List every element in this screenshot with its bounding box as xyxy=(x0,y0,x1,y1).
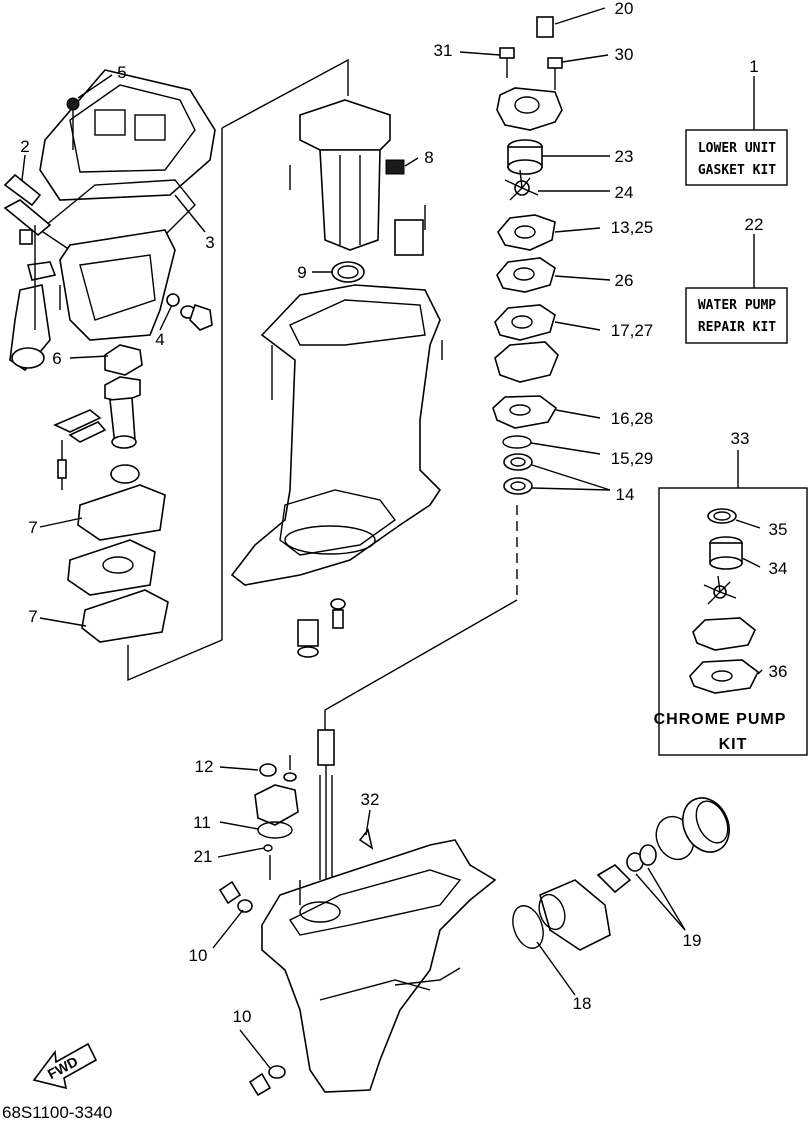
callout-20: 20 xyxy=(615,0,634,18)
main-housing-part xyxy=(230,284,443,586)
exhaust-part xyxy=(59,229,176,341)
water-pump-repair-kit-line1: WATER PUMP xyxy=(698,298,776,313)
exhaust-pipe-part xyxy=(53,344,143,490)
callout-6: 6 xyxy=(52,349,61,368)
callout-16-28: 16,28 xyxy=(611,409,654,428)
callout-11: 11 xyxy=(193,813,211,832)
gasket-plate-part xyxy=(3,173,61,372)
callout-18: 18 xyxy=(573,994,592,1013)
callout-19: 19 xyxy=(683,931,702,950)
callout-21: 21 xyxy=(194,847,213,866)
callout-22: 22 xyxy=(745,215,764,234)
plug-part xyxy=(254,755,299,852)
chrome-pump-kit-line1: CHROME PUMP xyxy=(654,711,787,728)
gasket-part xyxy=(492,395,558,429)
callout-5: 5 xyxy=(117,63,126,82)
callout-8: 8 xyxy=(424,148,433,167)
water-pump-group xyxy=(492,16,563,495)
callout-32: 32 xyxy=(361,790,380,809)
water-pump-repair-kit-box: WATER PUMP REPAIR KIT xyxy=(685,234,788,344)
callout-1: 1 xyxy=(749,57,758,76)
lower-unit-gasket-kit-line1: LOWER UNIT xyxy=(698,141,776,156)
lower-unit-gasket-kit-line2: GASKET KIT xyxy=(698,163,776,178)
drive-shaft-part xyxy=(317,729,335,880)
water-pump-repair-kit-line2: REPAIR KIT xyxy=(698,320,776,335)
callout-9: 9 xyxy=(297,263,306,282)
upper-casing-group xyxy=(3,58,349,682)
gasket-part xyxy=(81,589,169,643)
callout-14: 14 xyxy=(616,485,635,504)
upper-housing-part xyxy=(289,99,426,256)
callout-31: 31 xyxy=(434,41,453,60)
callout-35: 35 xyxy=(769,520,788,539)
gearcase-group xyxy=(218,729,730,1097)
gasket-part xyxy=(67,539,156,596)
pump-insert-part xyxy=(507,139,543,175)
diagram-code: 68S1100-3340 xyxy=(2,1103,112,1121)
callout-36: 36 xyxy=(769,662,788,681)
callout-2: 2 xyxy=(20,137,29,156)
callout-4: 4 xyxy=(155,330,164,349)
callout-10-left: 10 xyxy=(189,946,208,965)
bolt-part xyxy=(248,1065,286,1097)
chrome-pump-kit-box: CHROME PUMP KIT xyxy=(654,450,808,756)
callout-23: 23 xyxy=(615,147,634,166)
pump-housing-part xyxy=(496,87,563,131)
drain-plug-part xyxy=(166,293,213,331)
o-ring-part xyxy=(502,435,532,449)
impeller-part xyxy=(297,598,346,658)
callout-3: 3 xyxy=(205,233,214,252)
callout-12: 12 xyxy=(195,757,214,776)
seal-part xyxy=(331,261,365,283)
leader-lines xyxy=(21,7,763,1069)
drive-shaft-housing-group xyxy=(230,99,518,735)
propeller-ring-part xyxy=(682,797,730,853)
gearcase-body-part xyxy=(261,839,497,1093)
callout-26: 26 xyxy=(615,271,634,290)
plate-gasket-part xyxy=(494,304,556,341)
callout-17-27: 17,27 xyxy=(611,321,654,340)
oil-seal-part xyxy=(503,477,533,495)
callout-33: 33 xyxy=(731,429,750,448)
callout-labels: 1 2 3 4 5 6 7 7 8 9 10 10 11 12 13,25 14… xyxy=(20,0,787,1026)
fwd-arrow-icon: FWD xyxy=(32,1042,98,1090)
callout-7-lower: 7 xyxy=(28,607,37,626)
outer-plate-gasket-part xyxy=(497,214,556,251)
key-part xyxy=(358,828,374,850)
callout-13-25: 13,25 xyxy=(611,218,654,237)
pump-case-part xyxy=(494,341,559,383)
outer-plate-part xyxy=(496,257,556,293)
gasket-part xyxy=(77,484,166,541)
impeller-part xyxy=(504,169,539,201)
callout-7-upper: 7 xyxy=(28,518,37,537)
callout-15-29: 15,29 xyxy=(611,449,654,468)
callout-10-bottom: 10 xyxy=(233,1007,252,1026)
chrome-pump-kit-line2: KIT xyxy=(719,736,748,753)
callout-34: 34 xyxy=(769,559,788,578)
upper-casing-part xyxy=(39,69,216,201)
callout-30: 30 xyxy=(615,45,634,64)
lower-unit-gasket-kit-box: LOWER UNIT GASKET KIT xyxy=(685,76,788,186)
pump-bolts-part xyxy=(499,16,563,90)
oil-seal-part xyxy=(503,453,533,471)
bearing-housing-part xyxy=(512,844,657,951)
callout-24: 24 xyxy=(615,183,634,202)
bolt-part xyxy=(218,880,253,913)
